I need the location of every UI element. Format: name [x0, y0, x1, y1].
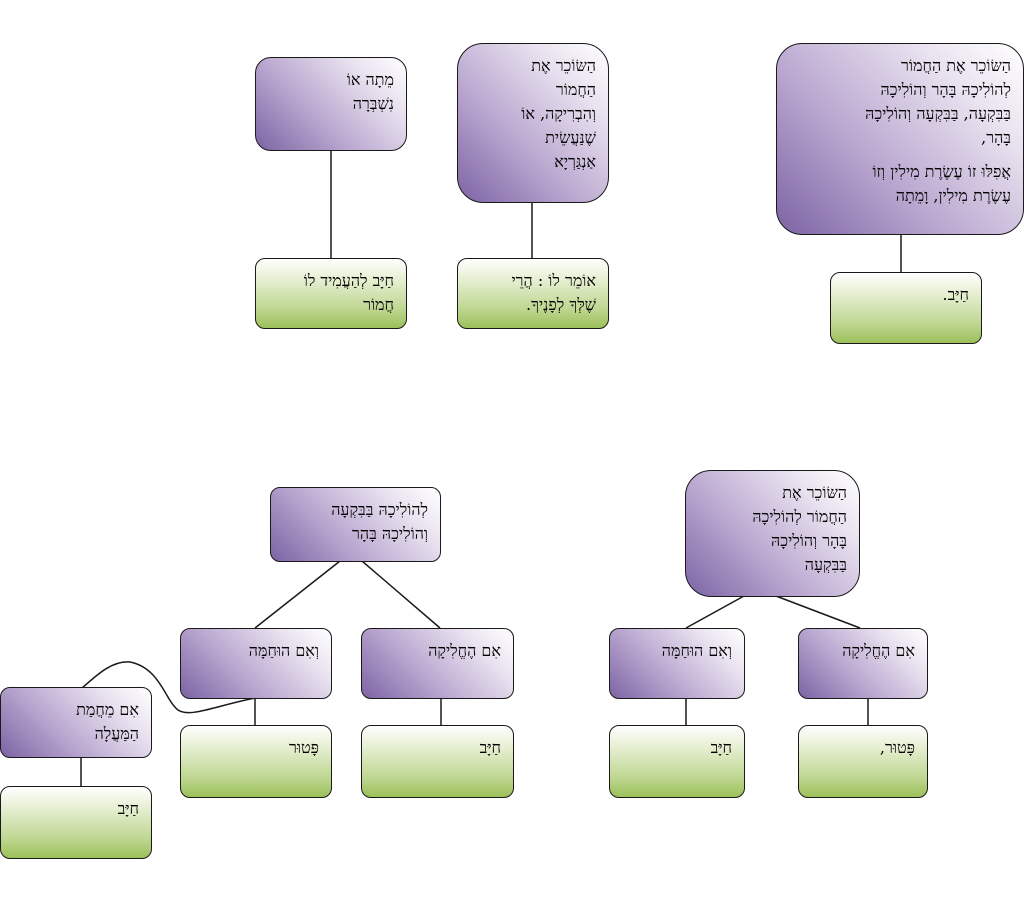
node-liable-right: חַיָּב	[609, 725, 745, 798]
connector-bottom-left-to-branch-left	[254, 560, 341, 629]
connector-bottom-right-to-branch-right	[775, 595, 861, 629]
node-died-or-broken: מֵתָה אוֹ נִשְׁבְּרָה	[255, 57, 407, 151]
node-exempt-right: פָּטוּר,	[798, 725, 928, 798]
node-text-line-1: הַשּׂוֹכֵר אֶת הַחֲמוֹר לְהוֹלִיכָהּ בָּ…	[865, 56, 1011, 147]
node-if-slipped-right: אִם הֶחֱלִיקָה	[798, 628, 928, 699]
node-rent-mountain-valley: הַשּׂוֹכֵר אֶת הַחֲמוֹר לְהוֹלִיכָהּ בָּ…	[776, 43, 1024, 235]
node-liable-left: חַיָּב	[361, 725, 514, 798]
node-liable: חַיָּב.	[830, 272, 982, 344]
node-exempt-left: פָּטוּר	[180, 725, 332, 798]
connector-bottom-right-to-branch-left	[685, 595, 745, 629]
node-liable-ascent: חַיָּב	[0, 786, 152, 859]
node-because-of-ascent: אִם מֵחֲמַת הַמַּעֲלָה	[0, 687, 152, 758]
node-if-slipped-left: אִם הֶחֱלִיקָה	[361, 628, 514, 699]
node-if-overheated-right: וְאִם הוּחַמָּה	[609, 628, 745, 699]
node-rent-mountain-led-valley: הַשּׂוֹכֵר אֶת הַחֲמוֹר לְהוֹלִיכָהּ בָּ…	[685, 470, 860, 597]
connector-bottom-left-curve	[81, 661, 256, 714]
node-if-overheated-left: וְאִם הוּחַמָּה	[180, 628, 332, 699]
node-text-line-2: אֲפִלּוּ זוֹ עֶשֶׂרֶת מִילִין וְזוֹ עֶשֶ…	[872, 162, 1011, 205]
node-rent-lightning-angaria: הַשּׂוֹכֵר אֶת הַחֲמוֹר וְהִבְרִיקָה, או…	[457, 43, 609, 203]
node-must-provide-donkey: חַיָּב לְהַעֲמִיד לוֹ חֲמוֹר	[255, 258, 407, 329]
node-here-is-yours: אוֹמֵר לוֹ : הֲרֵי שֶׁלְּךָ לְפָנֶיךָ.	[457, 258, 609, 329]
node-valley-led-mountain: לְהוֹלִיכָהּ בַּבִּקְעָה וְהוֹלִיכָהּ בָ…	[270, 487, 441, 562]
connector-bottom-left-to-branch-right	[361, 560, 441, 629]
